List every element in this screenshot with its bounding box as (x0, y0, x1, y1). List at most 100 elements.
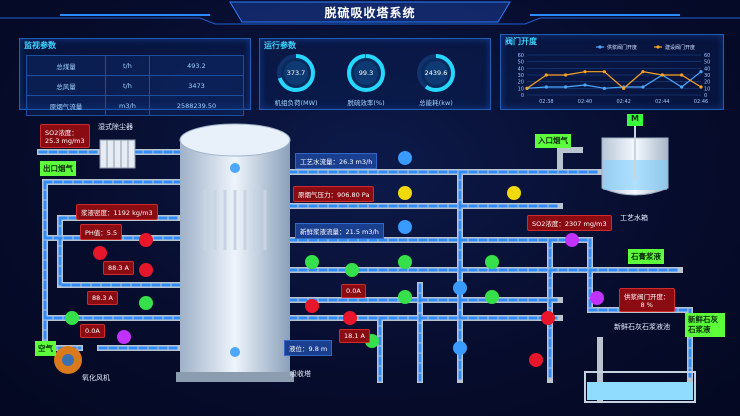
outlet-gas-label: 出口烟气 (40, 161, 76, 176)
monitor-panel: 监视参数 总煤量 t/h 493.2 总风量 t/h 3473 原烟气流量 m3… (19, 38, 251, 116)
gauge-value-energy: 2439.6 (424, 69, 448, 77)
slurry-density-label: 浆液密度：1192 kg/m3 (76, 204, 158, 220)
data-point (602, 86, 606, 90)
x-tick-label: 02:38 (539, 99, 553, 105)
y-tick-label-right: 50 (704, 60, 710, 66)
data-point (564, 73, 568, 77)
data-point (641, 70, 645, 74)
legend-label: 建设阀门开度 (665, 44, 695, 51)
current-label-4: 0.0A (341, 284, 366, 298)
table-cell: t/h (104, 75, 150, 96)
y-tick-label: 40 (518, 66, 524, 72)
process-water-flow-label: 工艺水流量：26.3 m3/h (295, 153, 378, 169)
y-tick-label: 30 (518, 73, 524, 79)
data-point (622, 86, 626, 90)
gauge-label-load: 机组负荷(MW) (274, 99, 318, 107)
x-tick-label: 02:46 (694, 99, 708, 105)
monitor-table: 总煤量 t/h 493.2 总风量 t/h 3473 原烟气流量 m3/h 25… (26, 55, 245, 116)
y-tick-label: 20 (518, 80, 524, 86)
table-row: 总风量 t/h 3473 (26, 75, 245, 96)
page-title: 脱硫吸收塔系统 (324, 6, 416, 20)
monitor-panel-title: 监视参数 (24, 41, 56, 50)
mixer-motor-label: M (631, 114, 639, 123)
data-point (680, 85, 684, 89)
data-point (544, 85, 548, 89)
y-tick-label-right: 60 (704, 53, 710, 59)
gauge-ring-1 (277, 54, 315, 92)
legend-label: 供浆阀门开度 (607, 44, 637, 51)
ph-label: PH值：5.5 (80, 224, 123, 240)
current-label-1: 88.3 A (103, 261, 134, 275)
fresh-limestone-slurry-label: 新鲜石灰石浆液 (685, 313, 725, 337)
y-tick-label-right: 0 (704, 93, 707, 99)
so2-outlet-label: SO2浓度：2307 mg/m3 (527, 215, 612, 231)
run-panel: 运行参数 373.7 99.3 2439.6 机组负荷(MW) 脱硫效率(%) … (259, 38, 491, 110)
table-row: 原烟气流量 m3/h 2588239.50 (26, 95, 245, 116)
pump-markers (65, 151, 604, 367)
table-cell: m3/h (104, 95, 150, 116)
data-point (564, 85, 568, 89)
data-point (699, 85, 703, 89)
x-tick-label: 02:40 (578, 99, 592, 105)
gauge-value-efficiency: 99.3 (358, 69, 374, 77)
fresh-slurry-flow-label: 新鲜浆液流量：21.5 m3/h (295, 223, 384, 239)
air-label: 空气 (35, 341, 56, 356)
run-panel-title: 运行参数 (264, 41, 296, 50)
table-cell: 总煤量 (26, 55, 106, 76)
gauge-label-energy: 总能耗(kw) (419, 99, 453, 107)
y-tick-label: 50 (518, 60, 524, 66)
process-water-tank (601, 114, 669, 196)
gauge-value-load: 373.7 (286, 69, 306, 77)
table-cell: 总风量 (26, 75, 106, 96)
data-point (583, 70, 587, 74)
gauge-ring-3 (417, 54, 455, 92)
y-tick-label-right: 20 (704, 80, 710, 86)
current-label-2: 88.3 A (87, 291, 118, 305)
data-point (699, 70, 703, 74)
table-cell: 原烟气流量 (26, 95, 106, 116)
y-tick-label: 10 (518, 86, 524, 92)
y-tick-label: 60 (518, 53, 524, 59)
header-frame (0, 1, 740, 25)
y-tick-label: 0 (521, 93, 524, 99)
inlet-gas-label: 入口烟气 (535, 134, 571, 148)
legend-marker (656, 45, 660, 49)
table-row: 总煤量 t/h 493.2 (26, 55, 245, 76)
data-point (602, 70, 606, 74)
oxidation-fan-label: 氧化风机 (82, 374, 110, 382)
table-cell: 3473 (148, 75, 245, 96)
data-point (583, 83, 587, 87)
so2-inlet-label: SO2浓度：25.3 mg/m3 (40, 124, 90, 148)
gauge-label-efficiency: 脱硫效率(%) (347, 99, 385, 107)
process-tank-label: 工艺水箱 (620, 214, 648, 222)
table-cell: t/h (104, 55, 150, 76)
supply-valve-label: 供浆阀门开度：8 % (619, 288, 675, 312)
current-label-3: 0.0A (80, 324, 105, 338)
data-point (544, 73, 548, 77)
absorber-label: 吸收塔 (290, 370, 311, 378)
demister (99, 139, 136, 169)
y-tick-label-right: 10 (704, 86, 710, 92)
demister-label: 湿式除尘器 (98, 123, 133, 131)
table-cell: 2588239.50 (148, 95, 245, 116)
gauges-svg (277, 54, 455, 92)
level-label: 液位：9.8 m (284, 340, 333, 356)
flue-pressure-label: 原烟气压力：906.80 Pa (293, 186, 375, 202)
oxidation-fan (54, 346, 82, 374)
data-point (525, 86, 529, 90)
table-cell: 493.2 (148, 55, 245, 76)
gypsum-slurry-label: 石膏浆液 (628, 249, 664, 264)
valve-chart-title: 阀门开度 (505, 37, 537, 46)
y-tick-label-right: 40 (704, 66, 710, 72)
data-point (641, 85, 645, 89)
limestone-pool (584, 371, 696, 403)
x-tick-label: 02:44 (655, 99, 669, 105)
current-label-5: 18.1 A (339, 329, 370, 343)
series-line (526, 71, 702, 90)
gauge-ring-2 (347, 54, 385, 92)
series-line (526, 71, 702, 89)
data-point (660, 73, 664, 77)
y-tick-label-right: 30 (704, 73, 710, 79)
